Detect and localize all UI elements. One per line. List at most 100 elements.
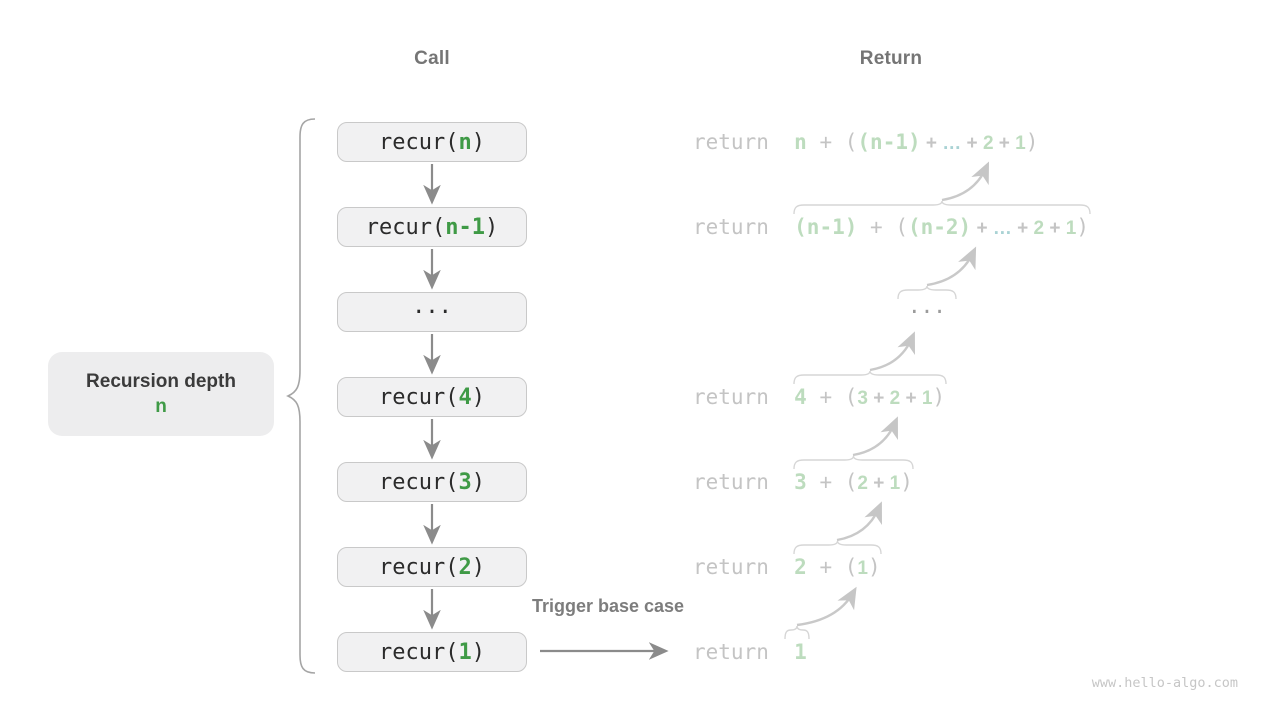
return-row: return 2 + (1) <box>693 553 881 581</box>
return-flow-arrow-icon <box>836 501 882 542</box>
return-overbrace-icon <box>897 285 957 300</box>
code-token: recur( <box>379 129 459 155</box>
code-token: + <box>1044 218 1066 239</box>
recursion-depth-brace-icon <box>286 118 316 674</box>
code-token: + <box>900 388 922 409</box>
code-token: 2 <box>857 473 868 494</box>
code-token: ) <box>1025 130 1039 154</box>
return-flow-arrow-icon <box>852 416 898 457</box>
return-flow-arrow-icon <box>869 331 915 372</box>
recursion-depth-value: n <box>155 395 167 417</box>
code-token: + <box>1011 218 1034 239</box>
code-token: ··· <box>412 299 452 325</box>
code-token: recur( <box>379 554 459 580</box>
recursion-depth-label: Recursion depth n <box>48 352 274 436</box>
code-token: + <box>867 388 890 409</box>
code-token: ) <box>471 384 485 410</box>
code-token: 1 <box>921 388 933 409</box>
code-token: + <box>961 133 983 154</box>
return-row: return (n-1) + ((n-2) + … + 2 + 1) <box>693 213 1089 241</box>
code-token: + <box>867 473 890 494</box>
code-token: ) <box>471 469 485 495</box>
code-token: 2 <box>458 554 472 580</box>
code-token: recur( <box>379 384 459 410</box>
return-row: return 1 <box>693 638 807 666</box>
call-flow-arrow-icon <box>423 334 441 375</box>
watermark: www.hello-algo.com <box>1091 675 1238 691</box>
code-token: (n-1) <box>794 215 858 239</box>
call-flow-arrow-icon <box>423 589 441 630</box>
call-column-header: Call <box>414 48 450 69</box>
code-token: 2 <box>794 555 807 579</box>
code-token: return <box>693 555 795 579</box>
code-token: recur( <box>379 469 459 495</box>
code-token: 2 <box>982 133 994 154</box>
call-box: recur(2) <box>337 547 527 587</box>
return-row: return 3 + (2 + 1) <box>693 468 913 496</box>
code-token: recur( <box>365 214 446 240</box>
call-flow-arrow-icon <box>423 504 441 545</box>
code-token: 4 <box>794 385 807 409</box>
code-token: ··· <box>908 300 946 324</box>
code-token: 3 <box>857 388 868 409</box>
code-token: return <box>693 215 795 239</box>
trigger-arrow-icon <box>540 642 669 660</box>
call-box: recur(4) <box>337 377 527 417</box>
call-box: recur(n) <box>337 122 527 162</box>
code-token: + <box>920 133 943 154</box>
code-token: + <box>993 133 1016 154</box>
return-flow-arrow-icon <box>926 246 977 287</box>
code-token: (n-1) <box>857 130 921 154</box>
code-token: 1 <box>794 640 807 664</box>
code-token: + <box>806 130 845 154</box>
code-token: 1 <box>1015 133 1026 154</box>
code-token: return <box>693 470 795 494</box>
code-token: n <box>794 130 807 154</box>
call-box: recur(1) <box>337 632 527 672</box>
code-token: ( <box>844 385 858 409</box>
return-row: return n + ((n-1) + … + 2 + 1) <box>693 128 1038 156</box>
call-box: ··· <box>337 292 527 332</box>
return-row: return 4 + (3 + 2 + 1) <box>693 383 945 411</box>
code-token: 3 <box>794 470 807 494</box>
code-token: ) <box>471 639 485 665</box>
code-token: ) <box>1076 215 1089 239</box>
code-token: + <box>806 555 845 579</box>
code-token: ( <box>844 555 858 579</box>
trigger-base-case-label: Trigger base case <box>531 596 685 616</box>
code-token: ) <box>484 214 499 240</box>
call-flow-arrow-icon <box>423 164 441 205</box>
code-token: … <box>942 133 962 154</box>
code-token: recur( <box>379 639 459 665</box>
code-token: return <box>693 385 795 409</box>
return-row: ··· <box>693 298 946 326</box>
code-token: 1 <box>857 558 868 579</box>
return-overbrace-icon <box>784 625 810 640</box>
code-token: 2 <box>889 388 901 409</box>
code-token: 1 <box>1065 218 1077 239</box>
return-column-header: Return <box>859 48 923 69</box>
code-token: return <box>693 130 795 154</box>
code-token: + <box>806 385 845 409</box>
call-flow-arrow-icon <box>423 249 441 290</box>
code-token: 2 <box>1033 218 1045 239</box>
code-token: 1 <box>889 473 901 494</box>
code-token: return <box>693 640 795 664</box>
code-token: + <box>806 470 845 494</box>
code-token: 1 <box>458 639 472 665</box>
return-overbrace-icon <box>793 370 947 385</box>
return-overbrace-icon <box>793 200 1091 215</box>
code-token: 4 <box>458 384 472 410</box>
code-token: ( <box>844 470 858 494</box>
code-token: ( <box>844 130 858 154</box>
code-token: ) <box>471 129 485 155</box>
call-flow-arrow-icon <box>423 419 441 460</box>
code-token: ( <box>895 215 908 239</box>
call-box: recur(n-1) <box>337 207 527 247</box>
code-token: + <box>971 218 993 239</box>
code-token: ) <box>900 470 913 494</box>
code-token: ) <box>932 385 946 409</box>
recursion-depth-text: Recursion depth <box>86 370 236 392</box>
code-token: … <box>992 218 1012 239</box>
code-token: (n-2) <box>907 215 972 239</box>
